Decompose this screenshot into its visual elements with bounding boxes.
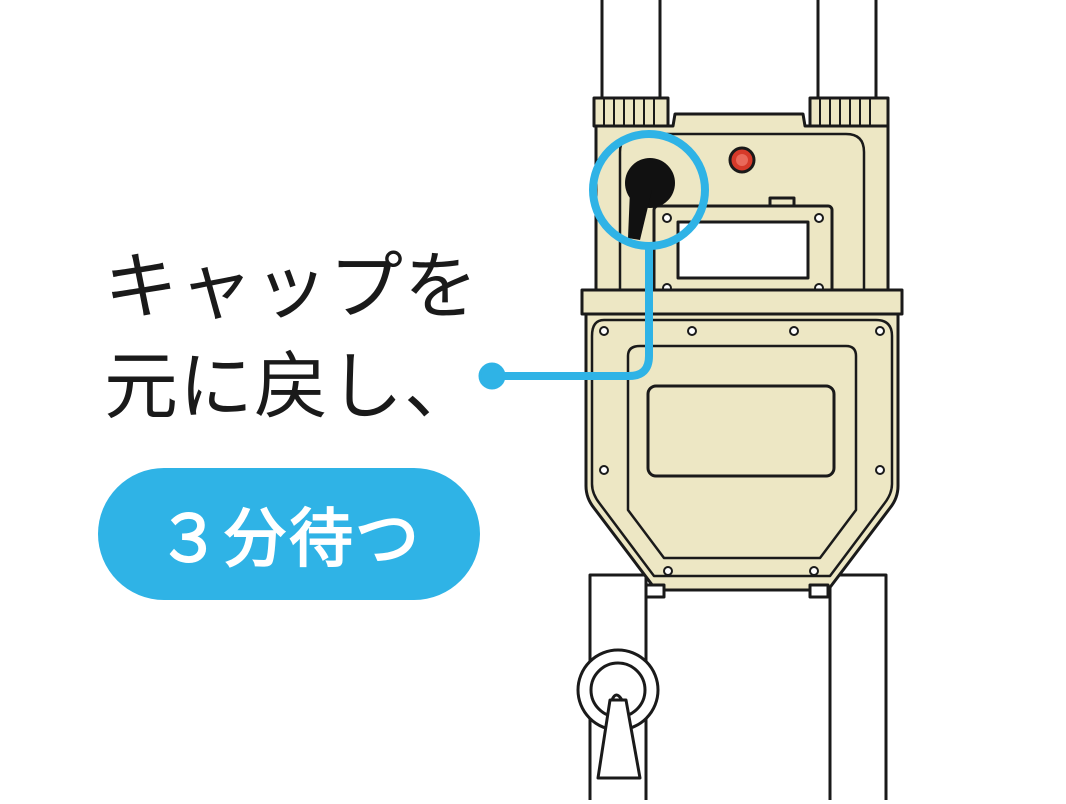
upper-pipe-left (602, 0, 660, 100)
pipe-nut-right (810, 98, 888, 126)
lower-pipe-right (830, 575, 886, 800)
pipe-nut-left (594, 98, 668, 126)
display-window (654, 198, 832, 298)
meter-band (582, 290, 902, 314)
indicator-light (730, 148, 754, 172)
instruction-line-1: キャップを (104, 250, 479, 324)
upper-pipe-right (818, 0, 876, 100)
instruction-line-2: 元に戻し、 (104, 350, 479, 424)
wait-badge: ３分待つ (98, 468, 480, 600)
meter-lower-body (586, 314, 898, 590)
